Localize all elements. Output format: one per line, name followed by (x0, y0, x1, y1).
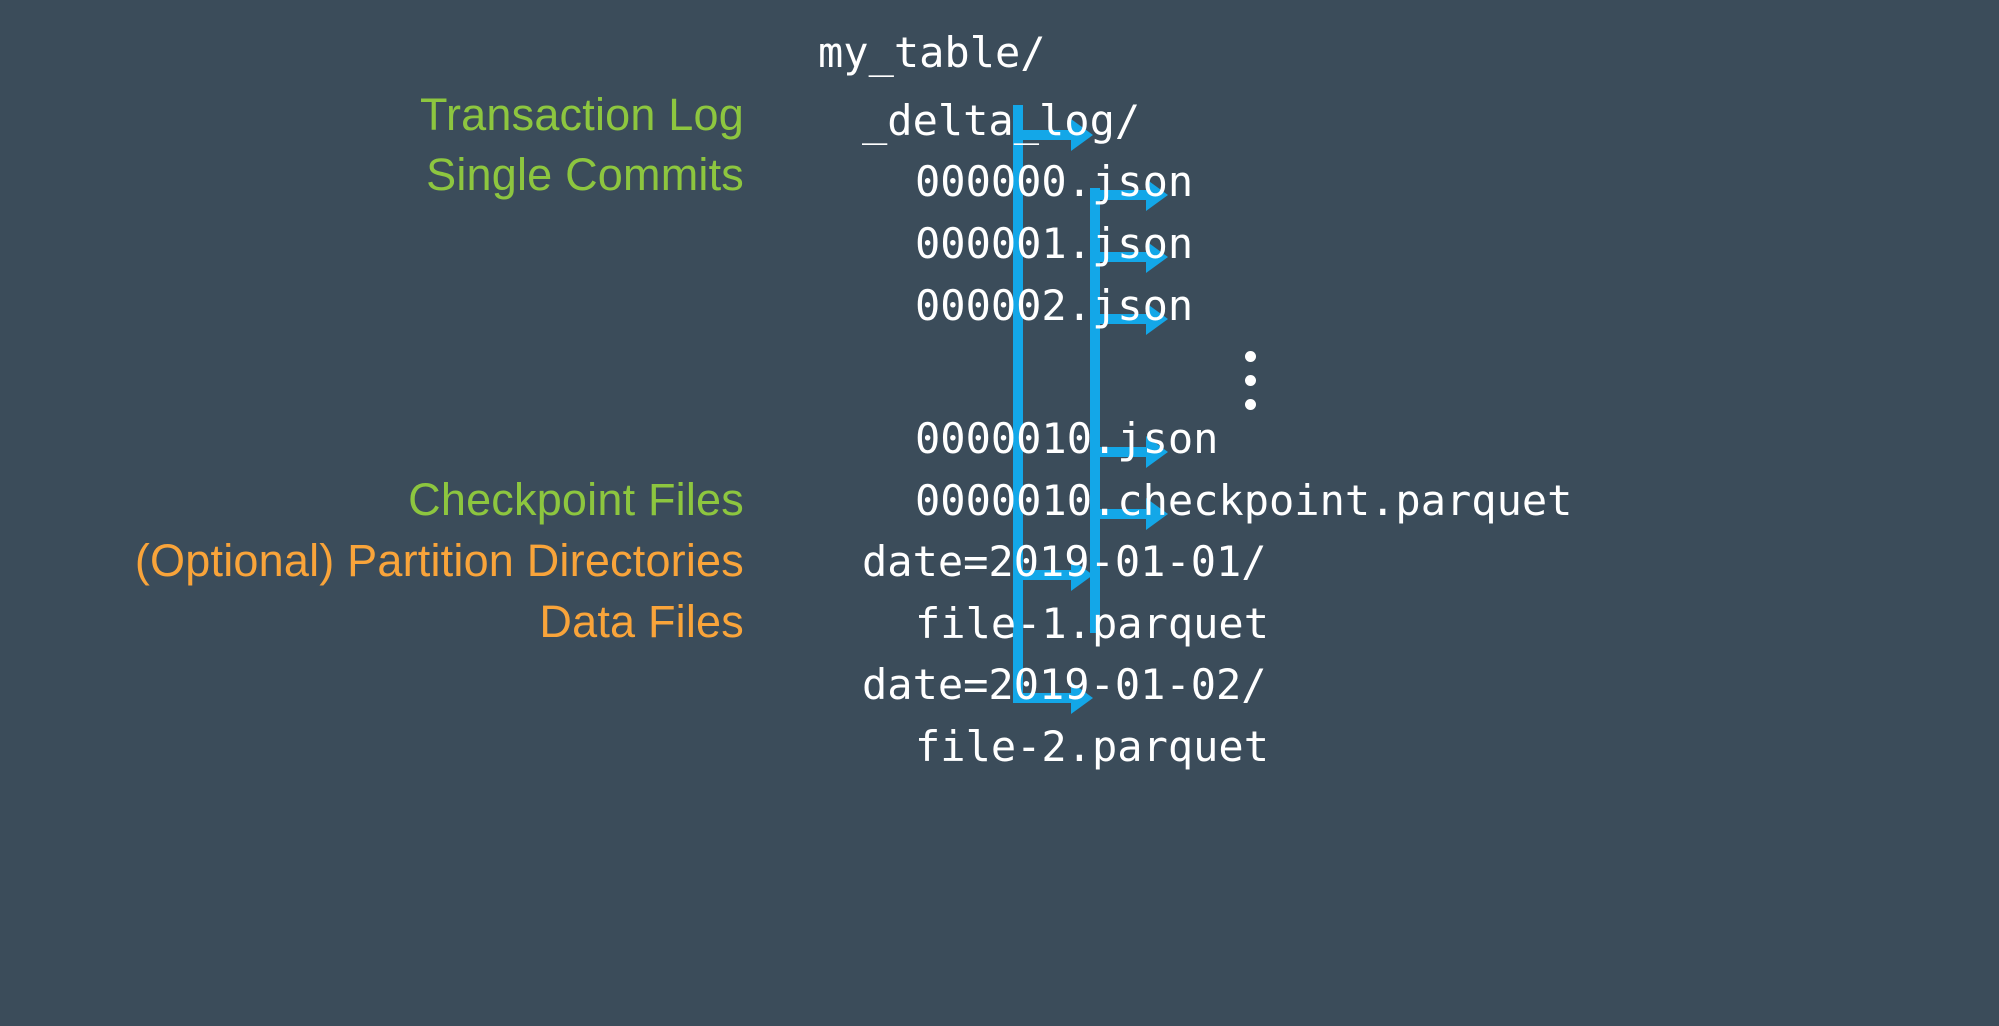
tree-arrow-json-000002 (1146, 303, 1168, 335)
tree-arrow-checkpoint (1146, 498, 1168, 530)
annotation-partition-directories: (Optional) Partition Directories (134, 535, 744, 586)
annotation-data-files: Data Files (539, 596, 744, 647)
tree-stem-json-000000 (1090, 190, 1148, 200)
tree-stem-json-000001 (1090, 252, 1148, 262)
tree-arrow-json-000001 (1146, 241, 1168, 273)
tree-trunk-delta-log (1090, 188, 1100, 633)
tree-stem-delta-log (1013, 130, 1073, 140)
tree-node-partition-2019-01-02: date=2019-01-02/ (862, 660, 1267, 709)
tree-stem-json-0000010 (1090, 447, 1148, 457)
tree-node-root: my_table/ (818, 28, 1046, 77)
tree-node-file-2: file-2.parquet (915, 722, 1270, 771)
tree-node-json-000001: 000001.json (915, 219, 1194, 268)
tree-node-delta-log: _delta_log/ (862, 96, 1141, 145)
tree-stem-checkpoint (1090, 509, 1148, 519)
tree-arrow-json-000000 (1146, 179, 1168, 211)
tree-trunk-root (1013, 105, 1023, 700)
tree-node-partition-2019-01-01: date=2019-01-01/ (862, 537, 1267, 586)
tree-stem-json-000002 (1090, 314, 1148, 324)
annotation-checkpoint-files: Checkpoint Files (408, 474, 744, 525)
tree-arrow-partition-1 (1071, 559, 1093, 591)
tree-node-json-0000010: 0000010.json (915, 414, 1219, 463)
tree-stem-partition-1 (1013, 570, 1073, 580)
tree-node-file-1: file-1.parquet (915, 599, 1270, 648)
tree-node-json-000002: 000002.json (915, 281, 1194, 330)
tree-arrow-json-0000010 (1146, 436, 1168, 468)
annotation-single-commits: Single Commits (426, 149, 744, 200)
tree-arrow-delta-log (1071, 119, 1093, 151)
tree-node-checkpoint-parquet: 0000010.checkpoint.parquet (915, 476, 1573, 525)
tree-stem-partition-2 (1013, 693, 1073, 703)
tree-arrow-partition-2 (1071, 682, 1093, 714)
annotation-transaction-log: Transaction Log (419, 89, 744, 140)
tree-node-json-000000: 000000.json (915, 157, 1194, 206)
